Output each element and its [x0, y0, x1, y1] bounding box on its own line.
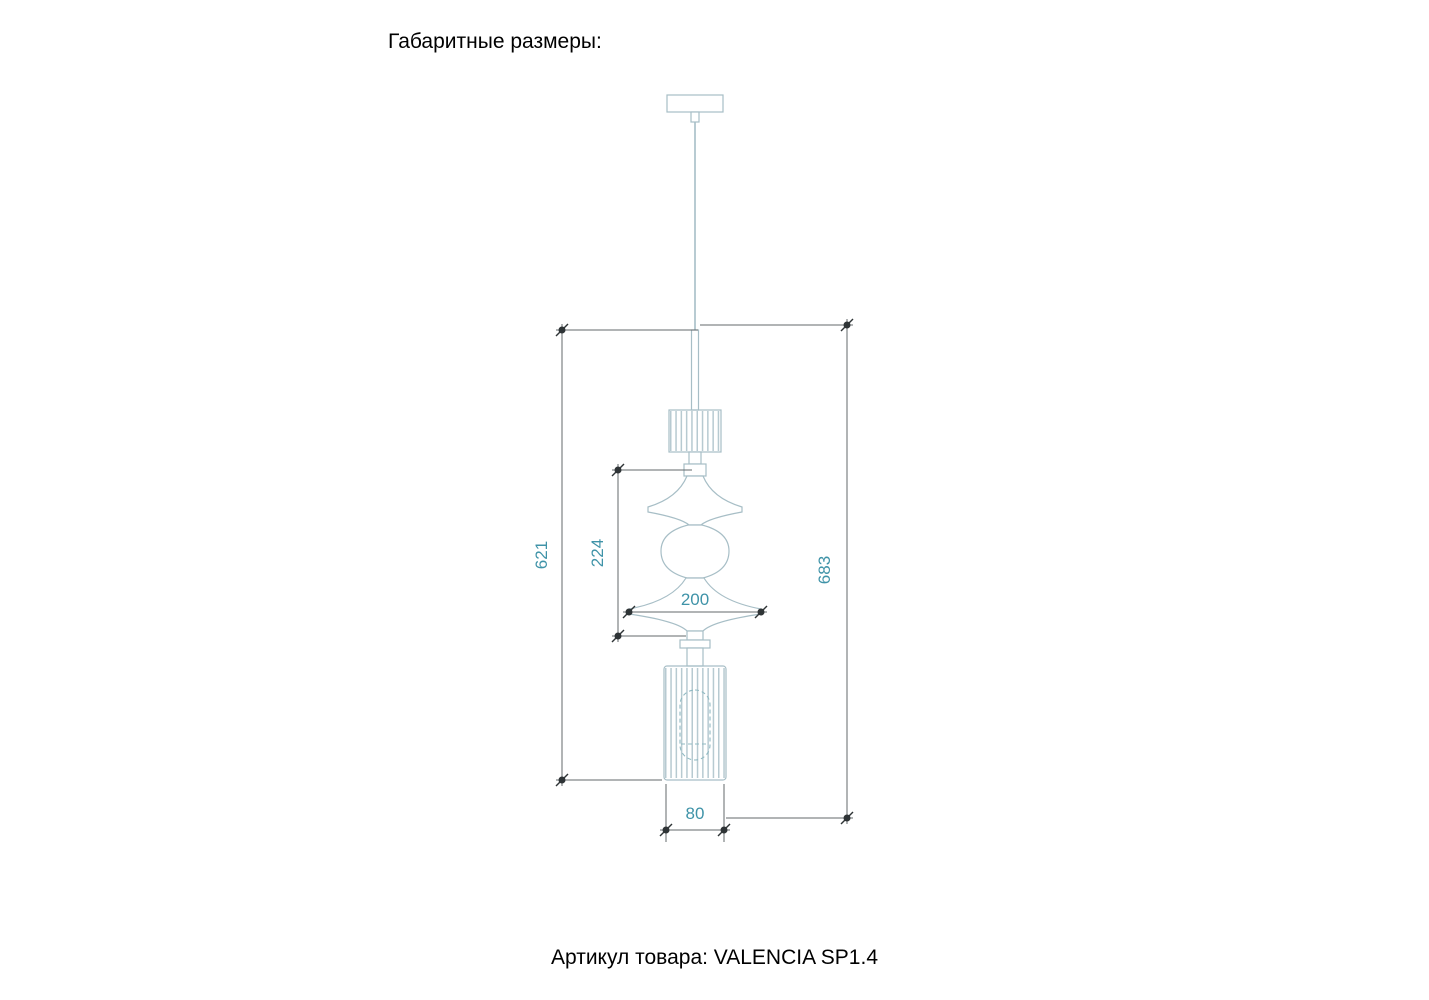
- dim-tick: [754, 605, 768, 619]
- dim-glass-height: 224: [588, 463, 692, 643]
- pendant-fixture: [628, 94, 762, 781]
- dim-total-height: 683: [700, 318, 854, 825]
- dim-tick: [659, 823, 673, 837]
- product-article: Артикул товара: VALENCIA SP1.4: [550, 946, 878, 969]
- ceiling-plate: [666, 94, 724, 113]
- dim-tick: [840, 811, 854, 825]
- socket-neck: [686, 630, 704, 641]
- suspension-rod: [690, 329, 700, 411]
- ribbed-glass-shade: [663, 665, 727, 781]
- dim-label-80: 80: [686, 804, 705, 823]
- mount-stem: [690, 111, 700, 123]
- lamp-socket: [679, 630, 711, 667]
- dim-disc-diameter: 200: [622, 590, 768, 619]
- dim-tick: [555, 323, 569, 337]
- dim-label-621: 621: [532, 541, 551, 569]
- shade-outline: [663, 665, 727, 781]
- ribbed-canopy: [668, 409, 722, 453]
- glass-upper-disc: [647, 475, 743, 526]
- dim-tick: [611, 629, 625, 643]
- dim-tick: [622, 605, 636, 619]
- glass-middle-bulge: [660, 524, 730, 579]
- canopy-neck: [688, 451, 702, 465]
- ceiling-mount: [666, 94, 724, 123]
- dim-body-height: 621: [532, 323, 698, 787]
- dim-tick: [555, 773, 569, 787]
- dim-tick: [717, 823, 731, 837]
- socket-collar: [679, 639, 711, 649]
- dim-shade-diameter: 80: [659, 784, 731, 842]
- dim-tick: [840, 318, 854, 332]
- dim-label-224: 224: [588, 539, 607, 567]
- dim-label-200: 200: [681, 590, 709, 609]
- bulb-outline: [679, 689, 711, 761]
- socket-body: [686, 647, 704, 667]
- dim-label-683: 683: [815, 556, 834, 584]
- page-title: Габаритные размеры:: [388, 30, 602, 53]
- dim-tick: [611, 463, 625, 477]
